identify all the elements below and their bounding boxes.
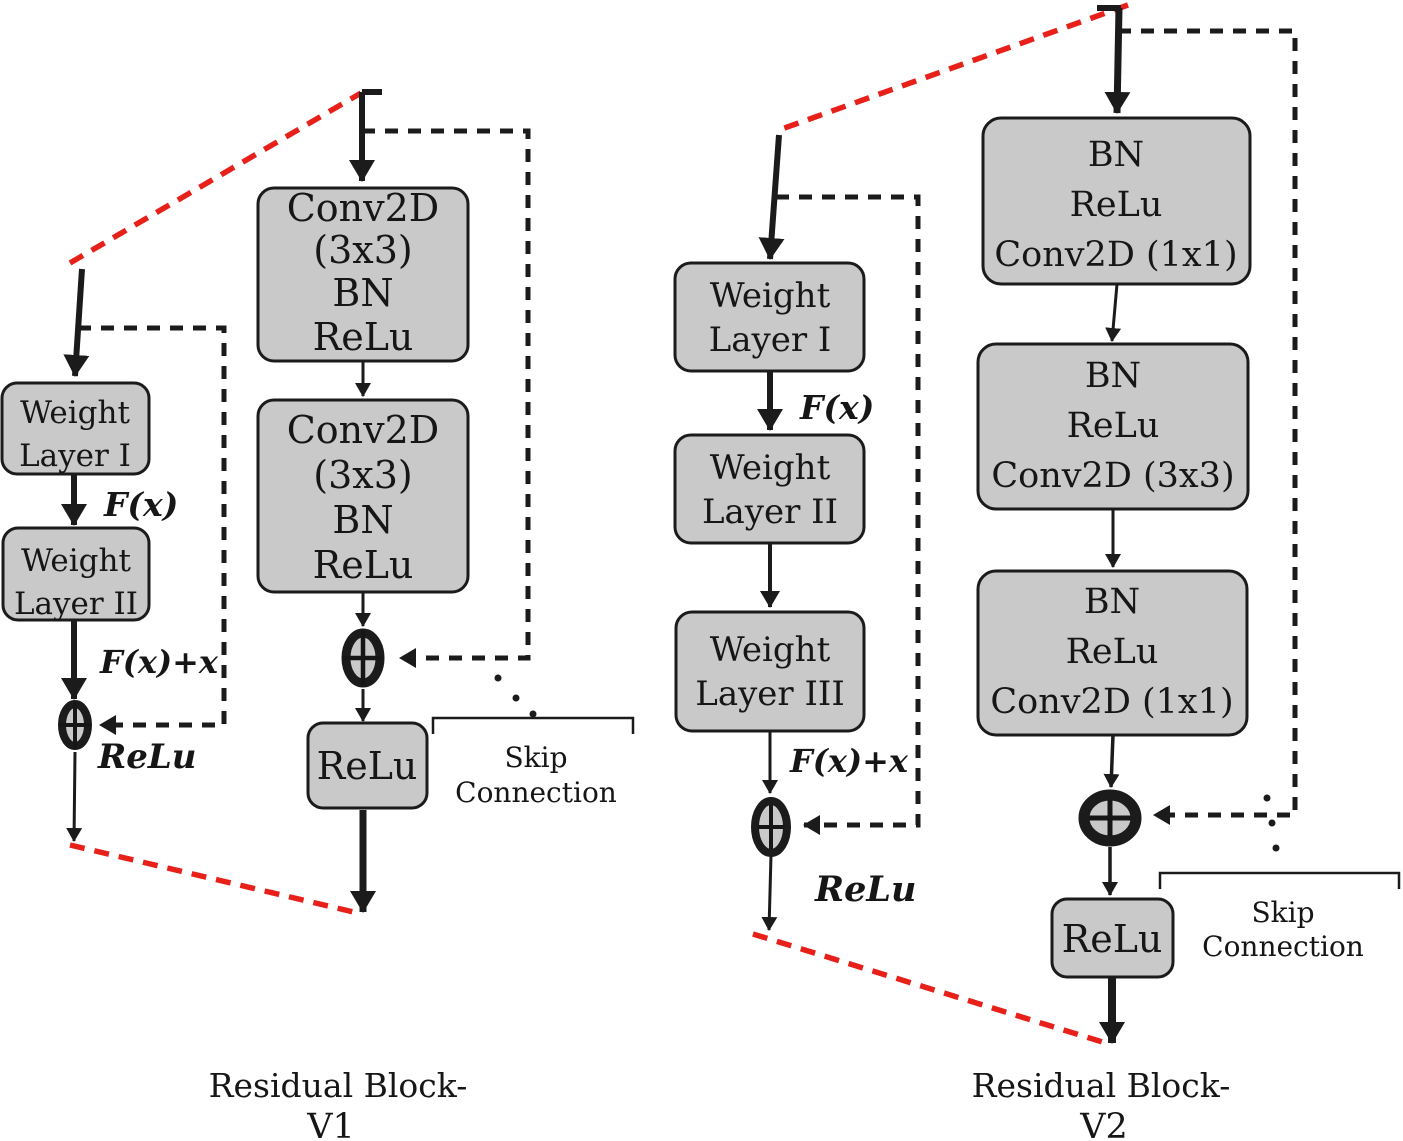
- v1-detailed-add-operator-icon: [341, 628, 385, 688]
- v2-detailed-box3-line1: BN: [1084, 582, 1140, 622]
- v2-skip-label-line1: Skip: [1251, 896, 1314, 929]
- v2-detailed-arrow-to-add: [1103, 734, 1120, 788]
- v1-abstract-box1-line2: Layer I: [19, 438, 131, 474]
- v1-zoom-guide-bottom-line: [69, 842, 363, 917]
- v1-detailed-box2-line1: Conv2D: [287, 408, 440, 452]
- v1-detailed-box1-line2: (3x3): [313, 228, 412, 272]
- v2-skip-dot-3: [1272, 844, 1280, 852]
- v1-abstract-box1-line1: Weight: [20, 395, 130, 431]
- v2-detailed-box2-line1: BN: [1085, 356, 1141, 396]
- v2-detailed-box2-line2: ReLu: [1067, 406, 1160, 446]
- v2-zoom-guide-bottom-line: [752, 931, 1110, 1047]
- v1-abstract-output-arrow: [66, 751, 83, 842]
- v2-detailed-box1-line3: Conv2D (1x1): [994, 235, 1237, 275]
- v2-detailed-box1-line1: BN: [1088, 135, 1144, 175]
- v1-caption: Residual Block- V1: [209, 1066, 468, 1141]
- v2-detailed-add-operator-icon: [1078, 789, 1142, 847]
- v2-abstract-input-arrow: [758, 134, 785, 260]
- v1-abstract-block: Weight Layer I F(x) Weight Layer II F(x)…: [0, 268, 227, 842]
- v1-caption-line1: Residual Block-: [209, 1066, 468, 1105]
- v1-detailed-box2-line4: ReLu: [313, 543, 414, 587]
- v1-skip-dot-1: [494, 674, 502, 682]
- v1-abstract-fx-label: F(x): [103, 485, 178, 524]
- v1-abstract-skip-dashed-line: [78, 325, 227, 735]
- v1-abstract-box2-line2: Layer II: [14, 586, 138, 622]
- v2-skip-connection-bracket: [1158, 871, 1401, 889]
- v1-skip-label-line2: Connection: [455, 776, 617, 809]
- v2-abstract-box1-line1: Weight: [710, 276, 831, 316]
- v1-skip-label-line1: Skip: [504, 741, 567, 774]
- v1-zoom-guide-top-line: [68, 90, 363, 266]
- v2-abstract-fx-label: F(x): [799, 388, 874, 427]
- v2-skip-dot-1: [1263, 794, 1271, 802]
- v1-detailed-box2-line3: BN: [332, 498, 393, 542]
- v2-zoom-guide-top-line: [778, 2, 1129, 133]
- v2-abstract-box2-line2: Layer II: [702, 492, 838, 532]
- v2-caption-line1: Residual Block-: [972, 1066, 1231, 1105]
- v1-skip-dot-3: [529, 710, 537, 718]
- v1-detailed-box1-line1: Conv2D: [287, 186, 440, 230]
- v1-detailed-relu-box: [306, 721, 429, 810]
- v1-abstract-fxx-label: F(x)+x: [99, 643, 219, 681]
- v1-detailed-box2-line2: (3x3): [313, 453, 412, 497]
- v1-caption-line2: V1: [306, 1107, 355, 1141]
- v2-caption-line2: V2: [1079, 1107, 1128, 1141]
- v1-detailed-box1-line3: BN: [332, 271, 393, 315]
- v2-detailed-relu-box-label: ReLu: [1062, 917, 1163, 961]
- v2-abstract-skip-dashed-line: [776, 194, 921, 835]
- v2-abstract-box1-line2: Layer I: [709, 320, 832, 360]
- v2-abstract-block: Weight Layer I F(x) Weight Layer II Weig…: [673, 134, 921, 931]
- v2-abstract-add-operator-icon: [751, 797, 791, 857]
- v1-detailed-box1-line4: ReLu: [313, 315, 414, 359]
- v2-detailed-box3-line2: ReLu: [1066, 632, 1159, 672]
- v1-zoom-guides: [68, 90, 363, 917]
- v1-detailed-block: Conv2D (3x3) BN ReLu Conv2D (3x3) BN ReL…: [256, 89, 635, 913]
- v2-abstract-output-arrow: [761, 854, 778, 931]
- v1-abstract-input-arrow: [63, 268, 90, 377]
- v2-detailed-box3-line3: Conv2D (1x1): [990, 682, 1233, 722]
- v2-detailed-box1-line2: ReLu: [1070, 185, 1163, 225]
- v2-detailed-arrow-1to2: [1105, 283, 1122, 342]
- v2-detailed-box2-line3: Conv2D (3x3): [991, 456, 1234, 496]
- v1-abstract-relu-label: ReLu: [97, 737, 197, 777]
- v1-abstract-box2-line1: Weight: [21, 543, 131, 579]
- v2-abstract-box3-line1: Weight: [710, 630, 831, 670]
- v2-detailed-block: BN ReLu Conv2D (1x1) BN ReLu Conv2D (3x3…: [976, 5, 1401, 1044]
- v1-skip-dot-2: [512, 694, 520, 702]
- v1-detailed-relu-box-label: ReLu: [317, 744, 418, 788]
- v1-abstract-add-operator-icon: [58, 700, 92, 750]
- v2-detailed-input-arrow: [1104, 7, 1131, 114]
- v2-abstract-box2-line1: Weight: [710, 448, 831, 488]
- v2-skip-label-line2: Connection: [1202, 930, 1364, 963]
- v2-skip-dot-2: [1268, 819, 1276, 827]
- v1-skip-connection-bracket: [431, 716, 635, 734]
- v2-abstract-fxx-label: F(x)+x: [789, 742, 909, 780]
- v2-zoom-guides: [752, 2, 1129, 1047]
- v2-abstract-box3-line2: Layer III: [695, 674, 845, 714]
- v2-abstract-relu-label: ReLu: [814, 869, 916, 910]
- v2-caption: Residual Block- V2: [972, 1066, 1231, 1141]
